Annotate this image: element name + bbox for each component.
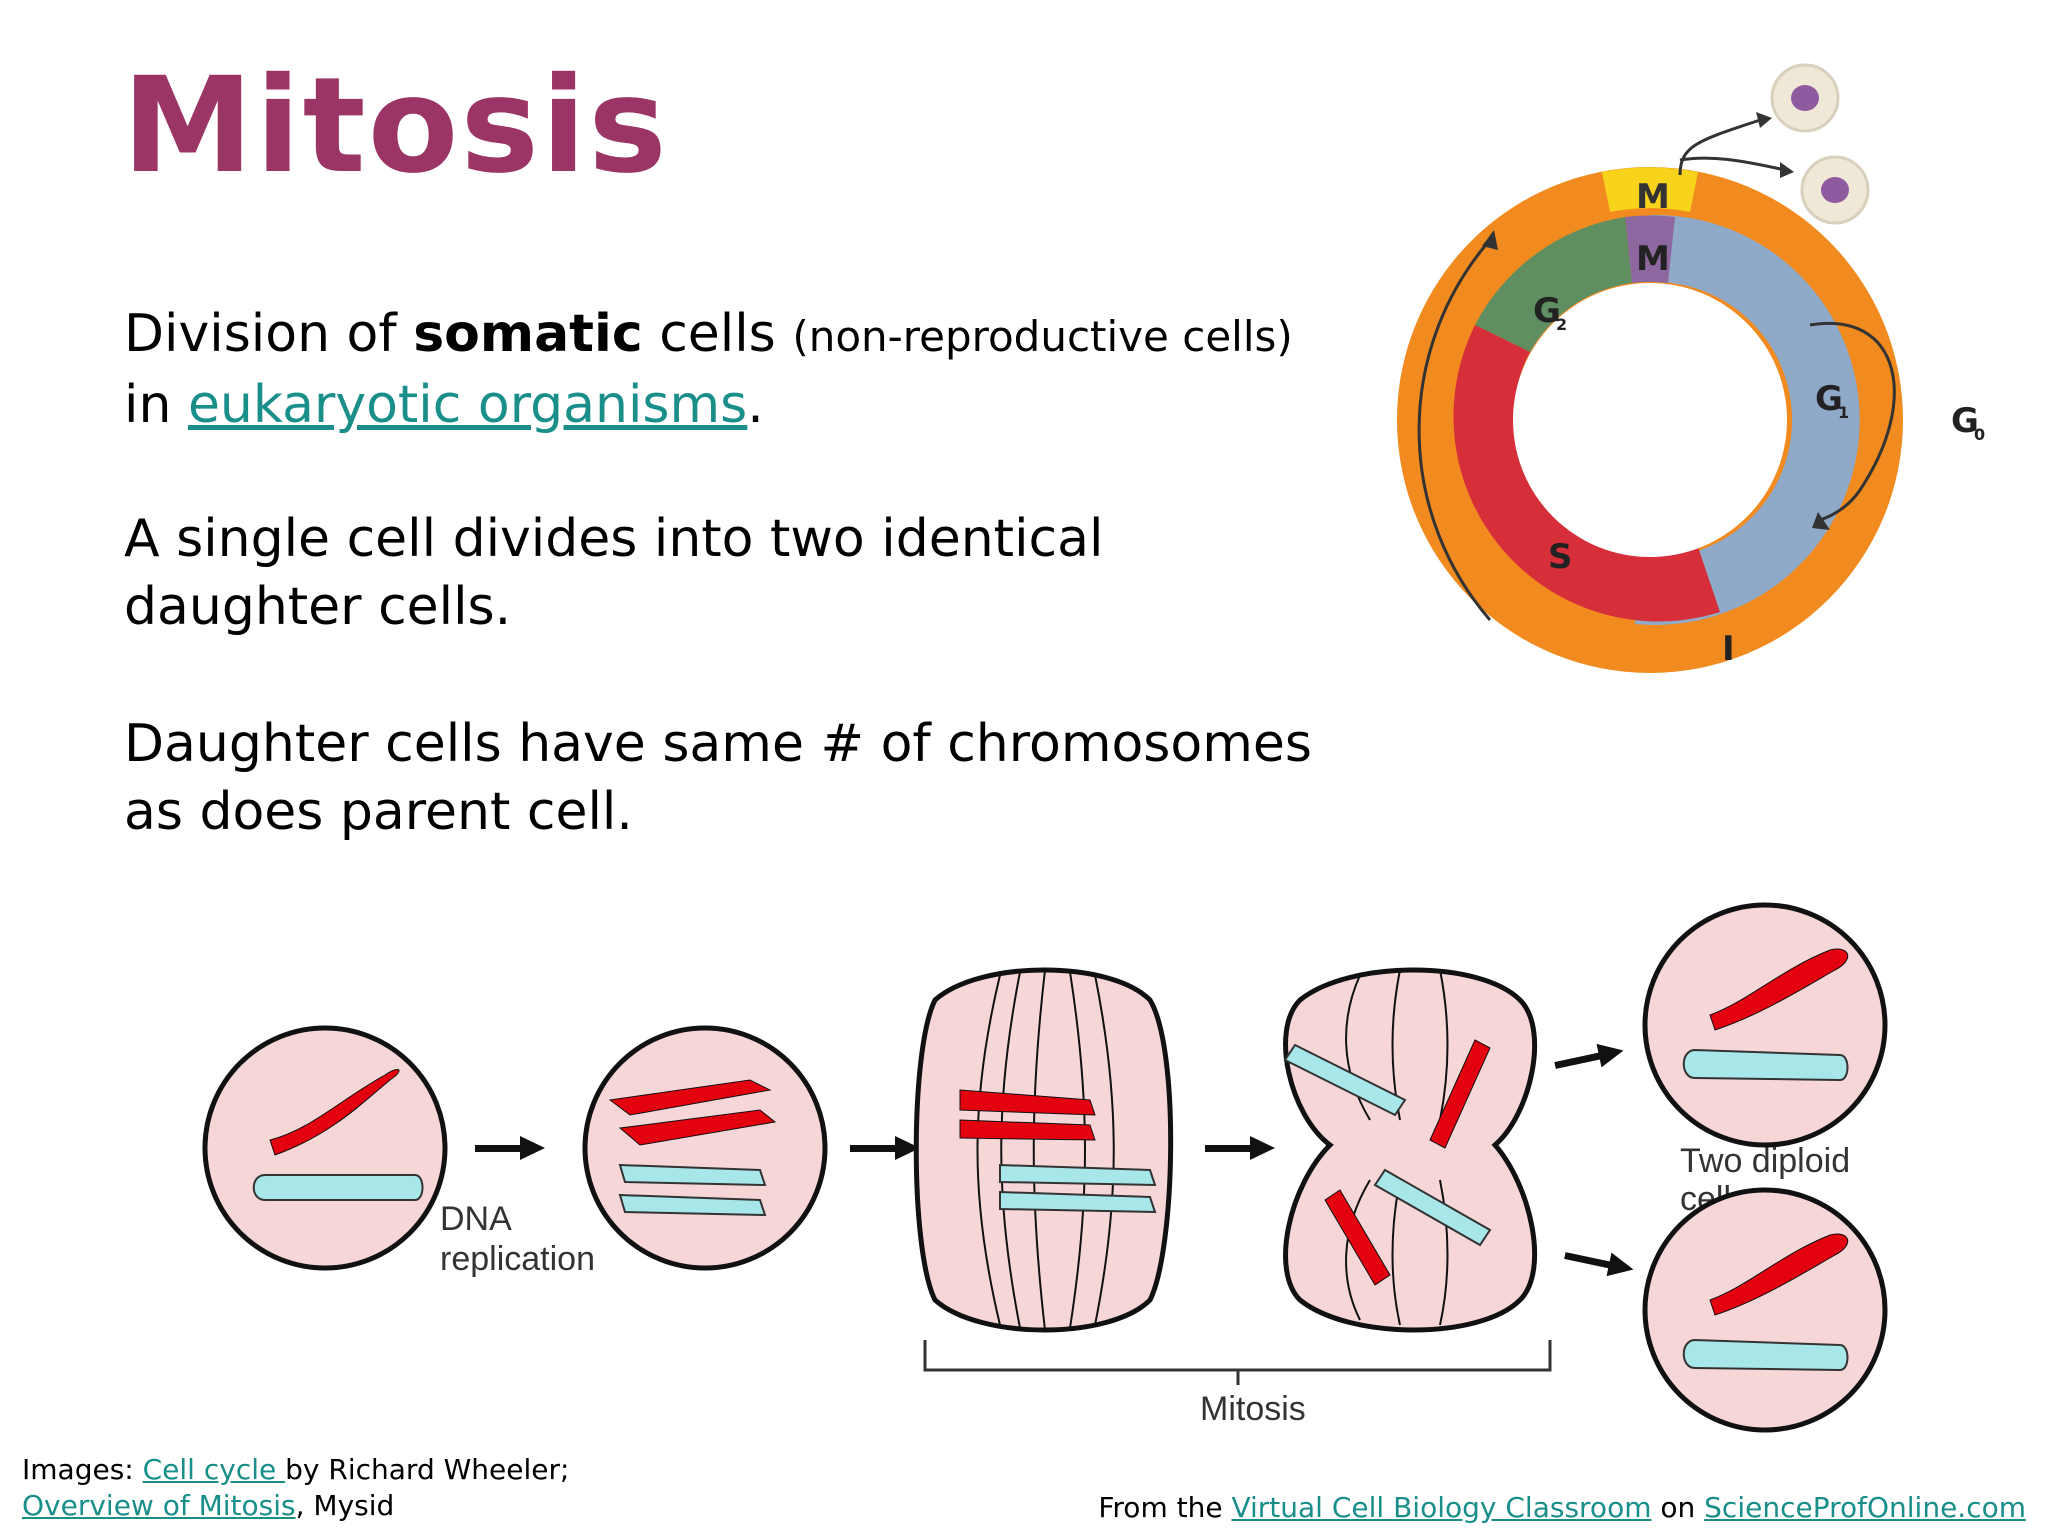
cell-cycle-diagram: M M G 2 G 1 G 0 S I: [1397, 63, 1985, 673]
p1-bold: somatic: [413, 304, 643, 364]
source-prefix: From the: [1098, 1491, 1232, 1524]
label-g2: G: [1533, 291, 1561, 331]
blue-chromatid-2: [618, 1193, 767, 1217]
credits-by2: , Mysid: [295, 1489, 395, 1522]
label-g0: G: [1951, 401, 1979, 441]
source-credit: From the Virtual Cell Biology Classroom …: [1098, 1490, 2026, 1526]
spindle-fibers: [976, 969, 1115, 1331]
virtual-cell-biology-link[interactable]: Virtual Cell Biology Classroom: [1231, 1491, 1652, 1524]
telophase-cell: [1283, 967, 1538, 1333]
g1-segment: [1635, 214, 1860, 625]
replicated-cell: [582, 1025, 828, 1271]
s-segment: [1453, 325, 1720, 622]
label-two-diploid: Two diploid: [1680, 1142, 1850, 1180]
arrow-3-icon: [1205, 1136, 1275, 1160]
p1-mid: cells: [642, 304, 793, 364]
g2-segment: [1475, 217, 1632, 352]
label-g1: G: [1815, 379, 1843, 419]
daughter-bottom-red: [1709, 1233, 1848, 1316]
overview-of-mitosis-link[interactable]: Overview of Mitosis: [22, 1489, 296, 1522]
arrow-down-icon: [1562, 1243, 1636, 1282]
credits-by1: by Richard Wheeler;: [285, 1453, 570, 1486]
label-i: I: [1722, 629, 1735, 669]
label-s: S: [1548, 537, 1573, 577]
scienceprofonline-link[interactable]: ScienceProfOnline.com: [1704, 1491, 2026, 1524]
daughter-cell-top: [1642, 902, 1888, 1148]
telophase-red-1: [1429, 1039, 1491, 1149]
metaphase-blue-1: [999, 1163, 1157, 1187]
image-credits: Images: Cell cycle by Richard Wheeler; O…: [22, 1452, 569, 1524]
daughter-arrowhead-2-icon: [1780, 162, 1794, 178]
label-mitosis: Mitosis: [1200, 1390, 1306, 1428]
paragraph-daughter-cells: Daughter cells have same # of chromosome…: [124, 714, 1312, 842]
daughter-cell-bottom: [1642, 1187, 1888, 1433]
credits-prefix: Images:: [22, 1453, 143, 1486]
daughter-nucleus-2: [1821, 177, 1849, 203]
paragraph-single-cell: A single cell divides into two identical…: [124, 509, 1104, 637]
daughter-bottom-blue: [1682, 1338, 1849, 1372]
arrow-1-icon: [475, 1136, 545, 1160]
m-outer-segment: [1602, 167, 1698, 212]
label-g2-sub: 2: [1556, 315, 1567, 334]
blue-chromatid-1: [618, 1163, 767, 1187]
daughter-arrowhead-1-icon: [1756, 112, 1772, 128]
arrow-up-icon: [1552, 1038, 1626, 1077]
metaphase-red-1: [959, 1089, 1096, 1116]
g0-arrowhead-icon: [1812, 512, 1830, 530]
label-m-outer: M: [1636, 177, 1670, 217]
p1-pre: Division of: [124, 304, 414, 364]
metaphase-cell: [913, 967, 1174, 1333]
telophase-blue-1: [1283, 1043, 1407, 1117]
daughter-arrow-2: [1679, 156, 1786, 172]
parent-cell: [202, 1025, 448, 1271]
telophase-red-2: [1324, 1189, 1391, 1286]
cell-cycle-link[interactable]: Cell cycle: [142, 1453, 286, 1486]
daughter-top-blue: [1682, 1048, 1849, 1082]
p1-line2-pre: in: [124, 375, 188, 435]
label-dna: DNA: [440, 1200, 512, 1238]
progress-arc: [1417, 239, 1492, 621]
p1-small: (non-reproductive cells): [792, 312, 1293, 361]
paragraph-definition: Division of somatic cells (non-reproduct…: [124, 300, 1344, 439]
daughter-top-red: [1709, 948, 1848, 1031]
g0-arc: [1809, 321, 1896, 522]
metaphase-red-2: [959, 1119, 1096, 1141]
label-g1-sub: 1: [1838, 403, 1849, 422]
red-chromosome: [269, 1069, 400, 1156]
arc-arrowhead-icon: [1482, 230, 1498, 250]
red-chromatid-1: [608, 1079, 772, 1116]
daughter-nucleus-1: [1791, 85, 1819, 111]
arrow-2-icon: [850, 1136, 920, 1160]
slide-title: Mitosis: [122, 49, 669, 203]
source-on: on: [1651, 1491, 1705, 1524]
daughter-arrow-1: [1678, 118, 1761, 176]
m-inner-segment: [1625, 215, 1675, 283]
eukaryotic-organisms-link[interactable]: eukaryotic organisms: [187, 375, 748, 435]
label-g0-sub: 0: [1974, 425, 1985, 444]
telophase-blue-2: [1373, 1168, 1492, 1247]
blue-chromosome: [252, 1174, 424, 1201]
label-m-inner: M: [1636, 239, 1670, 279]
inner-hole: [1513, 283, 1787, 557]
metaphase-blue-2: [999, 1190, 1157, 1214]
label-replication: replication: [440, 1240, 595, 1278]
mitosis-bracket: [923, 1340, 1552, 1372]
p1-end: .: [747, 375, 764, 435]
red-chromatid-2: [618, 1109, 777, 1146]
mitosis-overview-diagram: DNA replication: [202, 902, 1888, 1433]
